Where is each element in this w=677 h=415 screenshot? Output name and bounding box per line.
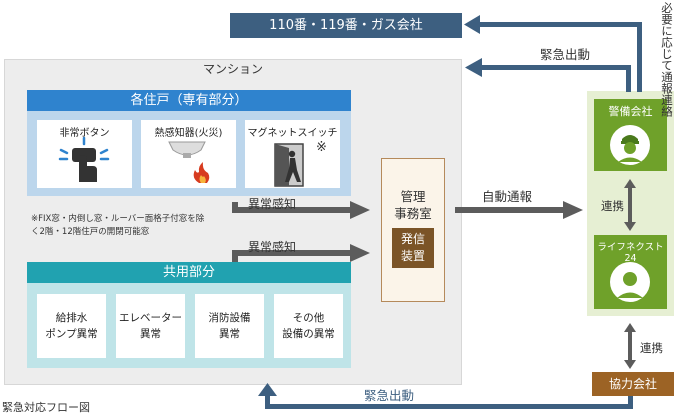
heat-detector-icon bbox=[168, 141, 210, 183]
asterisk-mark: ※ bbox=[316, 140, 327, 155]
operator-avatar-icon bbox=[610, 262, 650, 302]
transmitter-line: 発信 bbox=[400, 232, 425, 246]
card-line: 消防設備 bbox=[208, 312, 251, 324]
emergency-dispatch-top-arrow bbox=[465, 58, 631, 92]
transmitter-badge: 発信 装置 bbox=[392, 228, 434, 268]
partner-company-box: 協力会社 bbox=[592, 372, 674, 396]
emergency-dispatch-bottom-arrow bbox=[258, 383, 633, 409]
magnet-switch-door-icon bbox=[274, 143, 304, 187]
common-header: 共用部分 bbox=[27, 262, 351, 283]
card-heat-detector: 熱感知器(火災) bbox=[141, 120, 236, 188]
coop-label-2: 連携 bbox=[640, 341, 663, 355]
mansion-title: マンション bbox=[202, 62, 263, 76]
card-label: 熱感知器(火災) bbox=[154, 128, 223, 139]
if-needed-label: 必要に応じて通報連絡 bbox=[660, 2, 674, 117]
common-panel: 給排水ポンプ異常 エレベーター異常 消防設備異常 その他設備の異常 bbox=[27, 283, 351, 368]
lifenext-label: ライフネクスト24 bbox=[597, 242, 664, 264]
abnormal-detect-label-1: 異常感知 bbox=[248, 197, 297, 211]
security-company-label: 警備会社 bbox=[608, 105, 653, 118]
management-line: 事務室 bbox=[394, 206, 432, 221]
emergency-dispatch-top-label: 緊急出動 bbox=[540, 47, 591, 62]
card-elevator: エレベーター異常 bbox=[116, 294, 185, 358]
card-other-equipment: その他設備の異常 bbox=[274, 294, 343, 358]
coop-arrow-2 bbox=[624, 323, 636, 369]
card-pump: 給排水ポンプ異常 bbox=[37, 294, 106, 358]
card-line: その他 bbox=[292, 312, 325, 324]
card-emergency-button: 非常ボタン bbox=[37, 120, 132, 188]
card-line: 異常 bbox=[219, 328, 240, 340]
lifenext-box: ライフネクスト24 bbox=[594, 235, 667, 309]
card-line: 給排水 bbox=[55, 312, 88, 324]
auto-report-label: 自動通報 bbox=[482, 189, 533, 204]
coop-arrow-1 bbox=[624, 179, 636, 231]
security-company-box: 警備会社 bbox=[594, 99, 667, 171]
card-line: ポンプ異常 bbox=[45, 328, 98, 340]
card-fire-equipment: 消防設備異常 bbox=[195, 294, 264, 358]
card-line: 設備の異常 bbox=[282, 328, 335, 340]
coop-label-1: 連携 bbox=[601, 199, 624, 213]
emergency-dispatch-bottom-label: 緊急出動 bbox=[364, 388, 415, 403]
abnormal-detect-label-2: 異常感知 bbox=[248, 240, 297, 254]
abnormal-arrow-2 bbox=[232, 244, 370, 262]
abnormal-arrow-1 bbox=[232, 201, 370, 219]
card-magnet-switch: マグネットスイッチ ※ bbox=[245, 120, 340, 188]
emergency-button-icon bbox=[58, 136, 110, 182]
card-line: 異常 bbox=[140, 328, 161, 340]
guard-avatar-icon bbox=[610, 125, 650, 165]
card-line: エレベーター bbox=[119, 312, 182, 324]
report-to-services-arrow bbox=[464, 15, 642, 92]
units-header: 各住戸（専有部分） bbox=[27, 90, 351, 111]
auto-report-arrow bbox=[455, 201, 583, 219]
management-line: 管理 bbox=[400, 189, 426, 204]
emergency-services-box: 110番・119番・ガス会社 bbox=[230, 13, 462, 38]
management-office-label: 管理 事務室 bbox=[381, 188, 445, 222]
transmitter-line: 装置 bbox=[400, 249, 425, 263]
units-panel: 非常ボタン 熱感知器(火災) マグネットスイッチ ※ bbox=[27, 111, 351, 196]
card-label: マグネットスイッチ bbox=[247, 128, 338, 139]
windows-note: ※FIX窓・内倒し窓・ルーバー面格子付窓を除く2階・12階住戸の開閉可能窓 bbox=[31, 214, 205, 237]
figure-caption: 緊急対応フロー図 bbox=[2, 401, 90, 414]
card-label: 非常ボタン bbox=[59, 128, 110, 139]
